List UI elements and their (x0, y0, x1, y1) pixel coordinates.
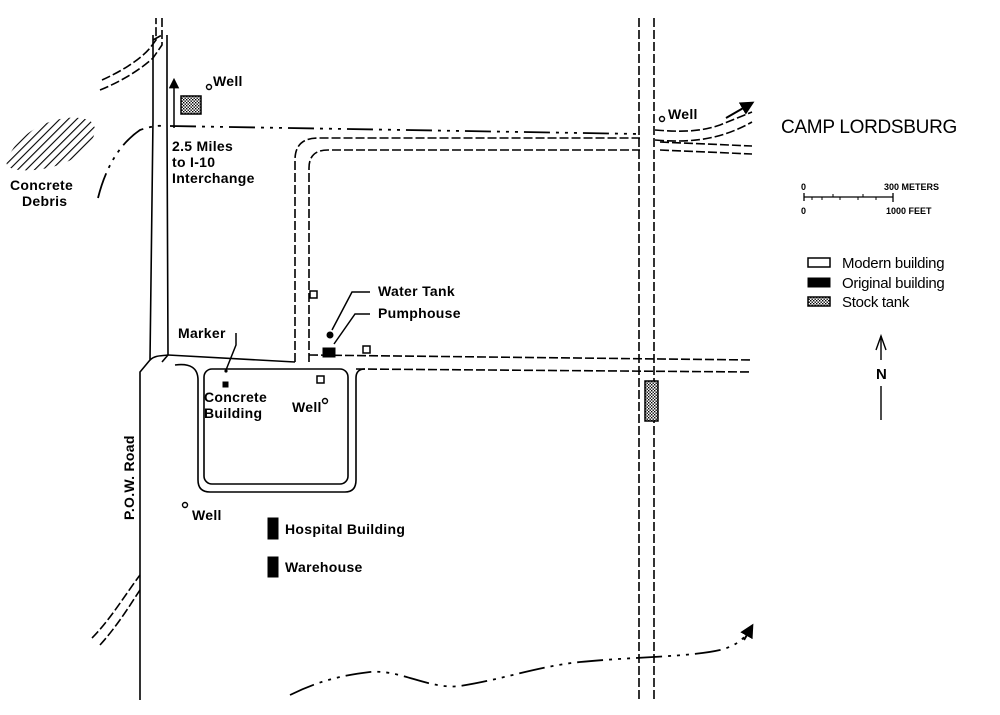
camp-block (174, 363, 366, 493)
label-pumphouse: Pumphouse (378, 305, 461, 321)
label-well-southwest: Well (192, 507, 222, 523)
north-arrow: N (875, 333, 887, 420)
scale-zero-top: 0 (801, 182, 806, 192)
scale-meters-label: 300 METERS (884, 182, 939, 192)
label-hospital-building: Hospital Building (285, 521, 405, 537)
water-tank (326, 331, 334, 339)
label-distance-1: 2.5 Miles (172, 138, 233, 154)
label-warehouse: Warehouse (285, 559, 363, 575)
label-debris: Debris (22, 193, 67, 209)
label-well-camp: Well (292, 399, 322, 415)
legend-modern-icon (807, 257, 831, 268)
road-southwest (91, 574, 141, 639)
track-northwest (97, 124, 163, 199)
modern-building-2 (362, 345, 371, 354)
label-water-tank: Water Tank (378, 283, 455, 299)
label-marker: Marker (178, 325, 226, 341)
well-camp (321, 397, 329, 405)
legend: Modern building Original building Stock … (807, 255, 945, 311)
concrete-building (222, 381, 229, 388)
modern-building-3 (316, 375, 325, 384)
label-distance-3: Interchange (172, 170, 255, 186)
north-label: N (876, 366, 887, 383)
stock-tank-north (180, 95, 202, 115)
leader-water-tank (331, 291, 370, 331)
label-distance-2: to I-10 (172, 154, 215, 170)
map-title: CAMP LORDSBURG (781, 117, 957, 138)
label-well-north: Well (213, 73, 243, 89)
pumphouse-building (322, 347, 336, 358)
legend-modern-label: Modern building (842, 255, 944, 272)
label-concrete-building-2: Building (204, 405, 262, 421)
well-east (658, 115, 666, 123)
legend-stock-label: Stock tank (842, 294, 910, 311)
arrow-south-track (740, 623, 754, 641)
road-northwest (99, 18, 163, 91)
road-east-to-edge (659, 141, 753, 147)
pow-road (139, 34, 169, 700)
track-south (289, 631, 749, 696)
legend-stock-icon (807, 296, 831, 307)
scale-zero-bottom: 0 (801, 206, 806, 216)
well-southwest (181, 501, 189, 509)
concrete-debris-area (6, 117, 95, 171)
marker-point (224, 369, 228, 373)
legend-original-label: Original building (842, 275, 944, 292)
label-well-east: Well (668, 106, 698, 122)
arrow-northeast (725, 101, 755, 119)
hospital-building (267, 517, 279, 540)
scale-feet-label: 1000 FEET (886, 206, 932, 216)
warehouse-building (267, 556, 279, 578)
well-north (205, 83, 213, 91)
label-pow-road: P.O.W. Road (121, 435, 137, 520)
scale-bar: 0 300 METERS 0 1000 FEET (801, 182, 939, 216)
label-concrete-building-1: Concrete (204, 389, 267, 405)
legend-original-icon (807, 277, 831, 288)
road-top-track (169, 125, 641, 135)
modern-building-1 (309, 290, 318, 299)
label-concrete: Concrete (10, 177, 73, 193)
leader-pumphouse (333, 313, 370, 345)
leader-marker (225, 333, 237, 371)
road-middle (167, 354, 753, 373)
stock-tank-east (644, 380, 659, 422)
road-inner-loop (294, 137, 640, 362)
